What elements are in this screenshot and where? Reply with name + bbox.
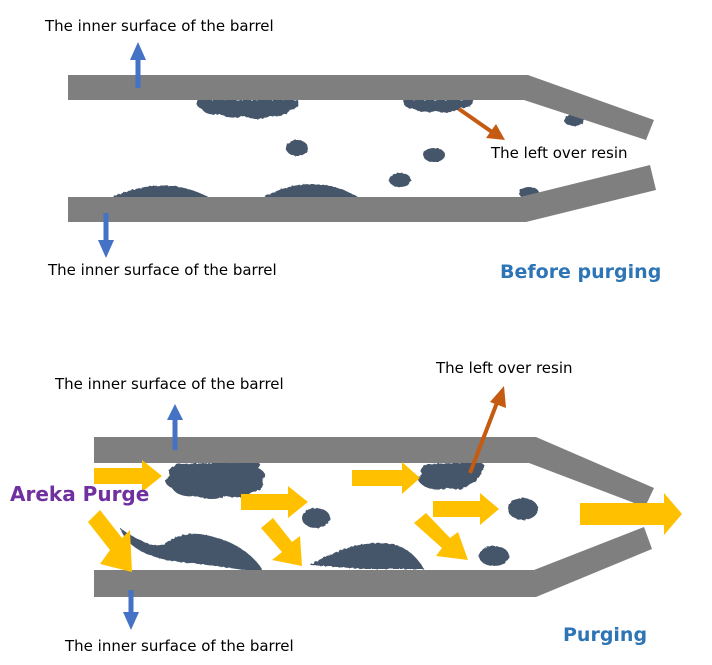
top-surface-label: The inner surface of the barrel [44, 17, 274, 35]
resin-cloud [165, 462, 266, 499]
resin-arrow-icon [468, 386, 506, 474]
resin-deposits [110, 100, 584, 199]
purge-arrow-icon [88, 510, 132, 572]
resin-cloud [196, 100, 299, 119]
resin-cloud [403, 100, 474, 113]
purge-arrow-icon [433, 493, 499, 525]
barrel-bottom-wall [68, 165, 656, 222]
resin-flow [120, 528, 262, 572]
bottom-surface-label: The inner surface of the barrel [64, 637, 294, 655]
purge-arrow-icon [414, 513, 468, 560]
surface-arrow-down-icon [123, 590, 139, 630]
purge-arrow-icon [261, 518, 302, 566]
resin-blob [423, 148, 445, 162]
purge-arrow-icon [241, 486, 308, 518]
resin-arrow-icon [457, 107, 505, 140]
purge-arrow-icon [580, 493, 682, 535]
purge-flow-arrows [88, 460, 682, 572]
resin-deposits [120, 462, 538, 572]
before-purging-title: Before purging [500, 261, 661, 283]
purging-panel: The inner surface of the barrel The inne… [10, 359, 682, 655]
surface-arrow-up-icon [130, 42, 146, 88]
resin-label: The left over resin [490, 144, 628, 162]
top-surface-label: The inner surface of the barrel [54, 375, 284, 393]
resin-blob [479, 546, 509, 566]
resin-blob [286, 140, 308, 156]
purging-title: Purging [563, 624, 647, 646]
barrel-top-wall [68, 75, 654, 140]
resin-blob [508, 498, 538, 520]
purge-arrow-icon [352, 462, 420, 494]
resin-mound [110, 185, 210, 198]
resin-blob [302, 508, 330, 528]
purge-arrow-icon [94, 460, 162, 492]
barrel-bottom-wall [94, 527, 652, 597]
bottom-surface-label: The inner surface of the barrel [47, 261, 277, 279]
resin-blob [389, 173, 411, 187]
resin-cloud [418, 462, 485, 490]
resin-label: The left over resin [435, 359, 573, 377]
surface-arrow-down-icon [98, 213, 114, 258]
areka-purge-label: Areka Purge [10, 482, 149, 506]
barrel-top-wall [94, 437, 654, 507]
surface-arrow-up-icon [167, 404, 183, 450]
resin-mound [262, 184, 360, 198]
before-purging-panel: The inner surface of the barrel The inne… [44, 17, 661, 283]
resin-flow [310, 542, 424, 569]
